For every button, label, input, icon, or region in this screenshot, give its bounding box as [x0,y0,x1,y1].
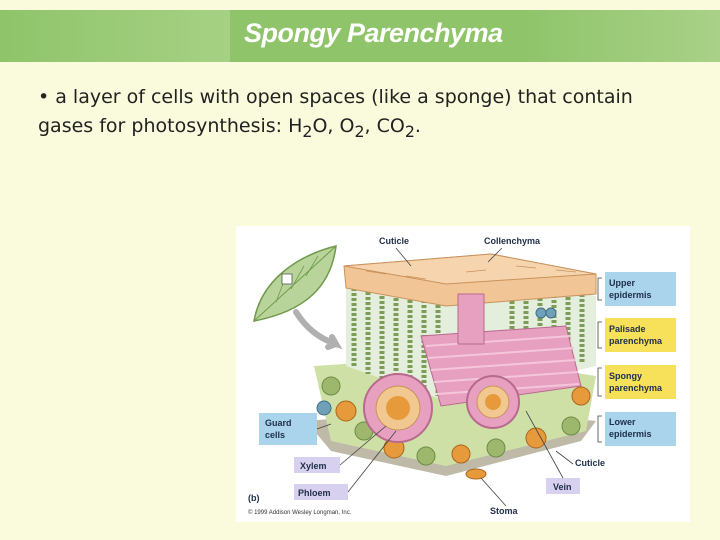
guard-cells-label-box [259,413,317,445]
subscript-2: 2 [404,121,415,141]
label-spongy-2: parenchyma [609,383,663,393]
label-cuticle-top: Cuticle [379,236,409,246]
bullet-main: • a layer of cells with open spaces (lik… [38,86,633,137]
co-comma: , CO [364,115,405,137]
period: . [414,115,421,137]
spongy-label-box [605,365,676,399]
label-palisade-1: Palisade [609,324,646,334]
label-palisade-2: parenchyma [609,336,663,346]
leaf-cross-section-figure: Cuticle Collenchyma Upper epidermis Pali… [236,226,690,522]
label-panel-b: (b) [248,493,260,503]
leaf-illustration: Cuticle Collenchyma Upper epidermis Pali… [248,236,676,516]
title-bar-gradient-left [0,10,230,62]
o-comma: O, O [312,115,355,137]
zoom-arrow-icon [293,309,343,350]
vein-bundle [363,293,582,443]
leader-lines [316,247,574,507]
label-cuticle-bottom: Cuticle [575,458,605,468]
label-phloem: Phloem [298,488,331,498]
label-collenchyma: Collenchyma [484,236,541,246]
phloem-label-box [294,484,348,500]
label-upper-1: Upper [609,278,636,288]
bullet-text: • a layer of cells with open spaces (lik… [38,83,688,146]
label-guard-1: Guard [265,418,292,428]
slide-title: Spongy Parenchyma [244,18,503,48]
upper-epidermis-label-box [605,272,676,306]
label-stoma: Stoma [490,506,519,516]
label-guard-2: cells [265,430,285,440]
title-bar [0,10,720,62]
label-vein: Vein [553,482,572,492]
label-xylem: Xylem [300,461,327,471]
figure-credit: © 1999 Addison Wesley Longman, Inc. [248,509,352,516]
label-upper-2: epidermis [609,290,652,300]
label-lower-2: epidermis [609,429,652,439]
vein-label-box [546,478,580,494]
label-lower-1: Lower [609,417,636,427]
stoma-cells [465,307,557,480]
label-brackets [597,277,602,443]
lower-epidermis-label-box [605,412,676,446]
palisade-label-box [605,318,676,352]
title-bar-gradient-right [520,10,720,62]
label-spongy-1: Spongy [609,371,642,381]
leaf-thumbnail-icon [253,245,337,322]
subscript-2: 2 [302,121,313,141]
xylem-label-box [294,457,340,473]
subscript-2: 2 [354,121,365,141]
